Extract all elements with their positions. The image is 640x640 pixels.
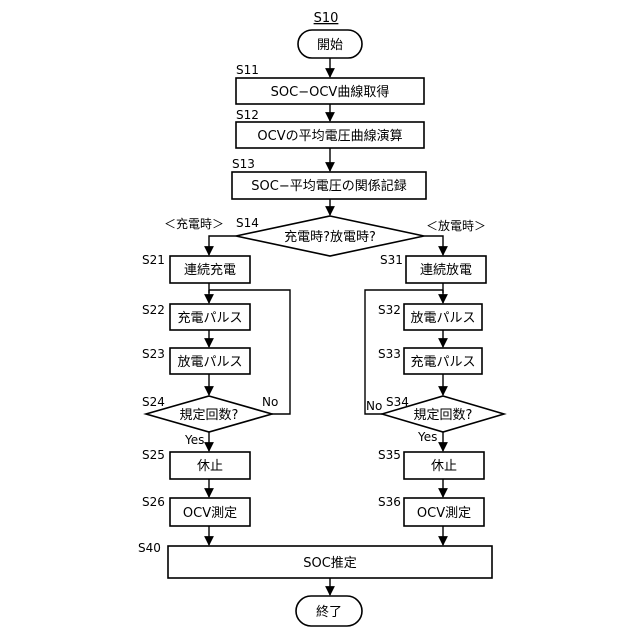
process-s35: 休止: [404, 452, 484, 479]
process-s22-text: 充電パルス: [177, 310, 242, 326]
process-s35-text: 休止: [431, 459, 457, 474]
process-s40-text: SOC推定: [303, 556, 357, 571]
process-s32: 放電パルス: [404, 304, 482, 330]
process-s23-text: 放電パルス: [177, 355, 242, 370]
process-s40: SOC推定: [168, 546, 492, 578]
decision-s24: 規定回数?: [146, 396, 272, 432]
step-label-s24: S24: [142, 395, 165, 409]
process-s36-text: OCV測定: [417, 506, 471, 521]
step-label-s35: S35: [378, 448, 401, 462]
process-s31-text: 連続放電: [420, 263, 472, 278]
process-s33-text: 充電パルス: [410, 354, 475, 370]
process-s26: OCV測定: [170, 498, 250, 526]
process-s32-text: 放電パルス: [410, 311, 475, 326]
no-label-right: No: [366, 399, 382, 413]
yes-label-left: Yes: [184, 433, 204, 447]
process-s22: 充電パルス: [170, 304, 250, 330]
process-s13-text: SOC−平均電圧の関係記録: [251, 178, 406, 194]
step-label-s32: S32: [378, 303, 401, 317]
end-text: 終了: [316, 604, 342, 620]
start-terminal: 開始: [298, 30, 362, 58]
process-s21-text: 連続充電: [184, 262, 236, 278]
process-s26-text: OCV測定: [183, 506, 237, 521]
process-s12-text: OCVの平均電圧曲線演算: [257, 128, 402, 144]
diagram-title: S10: [314, 11, 339, 26]
no-label-left: No: [262, 395, 278, 409]
step-label-s11: S11: [236, 63, 259, 77]
process-s23: 放電パルス: [170, 348, 250, 374]
process-s12: OCVの平均電圧曲線演算: [236, 122, 424, 148]
decision-s14: 充電時?放電時?: [236, 216, 424, 256]
branch-label-discharge: ＜放電時＞: [426, 218, 486, 233]
process-s11-text: SOC−OCV曲線取得: [271, 84, 390, 100]
step-label-s12: S12: [236, 108, 259, 122]
process-s11: SOC−OCV曲線取得: [236, 78, 424, 104]
step-label-s14: S14: [236, 216, 259, 230]
process-s25-text: 休止: [197, 459, 223, 474]
step-label-s25: S25: [142, 448, 165, 462]
process-s31: 連続放電: [406, 256, 486, 283]
step-label-s21: S21: [142, 253, 165, 267]
process-s25: 休止: [170, 452, 250, 479]
decision-s34-text: 規定回数?: [414, 408, 473, 423]
step-label-s33: S33: [378, 347, 401, 361]
step-label-s40: S40: [138, 541, 161, 555]
step-label-s36: S36: [378, 495, 401, 509]
process-s21: 連続充電: [170, 256, 250, 283]
start-text: 開始: [317, 38, 343, 53]
step-label-s31: S31: [380, 253, 403, 267]
process-s36: OCV測定: [404, 498, 484, 526]
branch-label-charge: ＜充電時＞: [164, 216, 224, 231]
step-label-s13: S13: [232, 157, 255, 171]
decision-s14-text: 充電時?放電時?: [284, 229, 376, 245]
process-s13: SOC−平均電圧の関係記録: [232, 172, 426, 199]
step-label-s22: S22: [142, 303, 165, 317]
end-terminal: 終了: [296, 596, 362, 626]
step-label-s26: S26: [142, 495, 165, 509]
step-label-s23: S23: [142, 347, 165, 361]
process-s33: 充電パルス: [404, 348, 482, 374]
decision-s24-text: 規定回数?: [180, 408, 239, 423]
yes-label-right: Yes: [417, 430, 437, 444]
